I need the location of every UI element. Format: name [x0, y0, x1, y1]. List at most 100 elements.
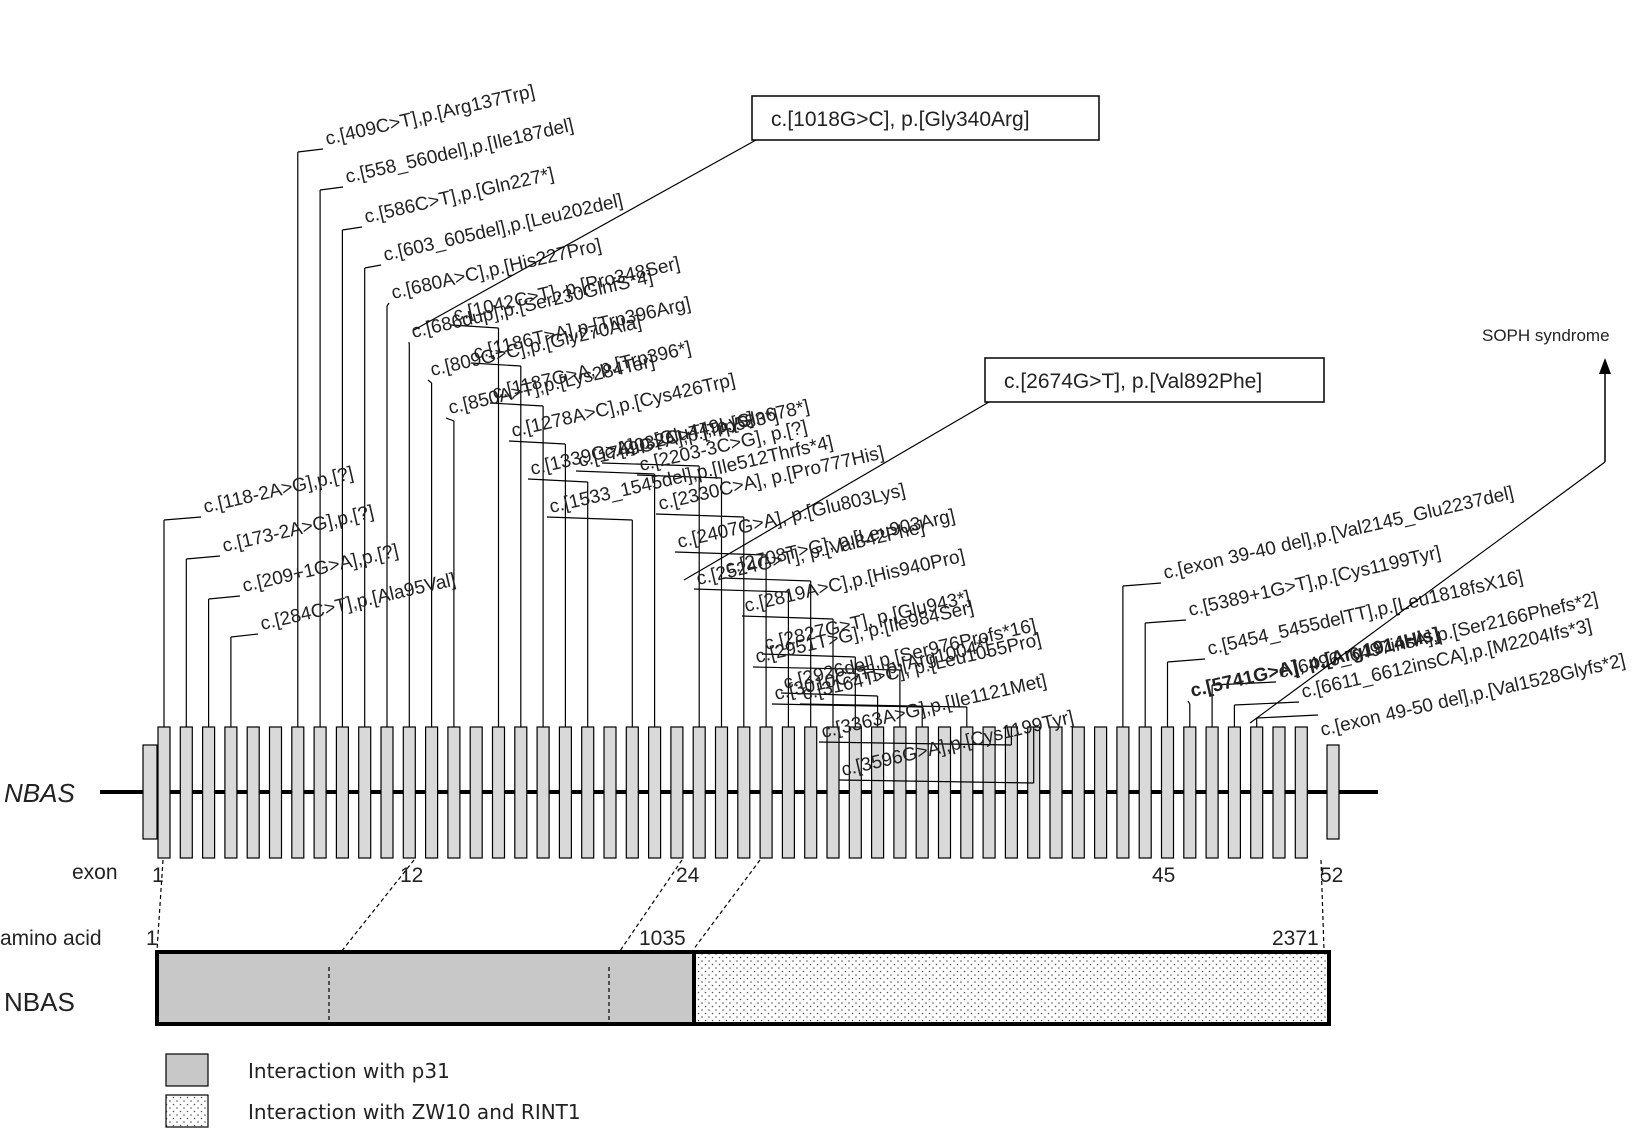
leader-tick — [445, 417, 455, 422]
leader-tick — [1122, 582, 1162, 587]
exon-23 — [647, 726, 662, 859]
exon-5 — [246, 726, 260, 859]
svg-text:c.[2674G>T], p.[Val892Phe]: c.[2674G>T], p.[Val892Phe] — [1004, 370, 1262, 393]
legend-swatch-zw10-rint1 — [165, 1094, 209, 1128]
leader-tick — [655, 513, 744, 518]
leader-tick — [186, 555, 221, 560]
exon-9 — [335, 726, 349, 859]
exon-group — [142, 726, 1340, 859]
leader-tick — [208, 595, 241, 600]
exon-30 — [804, 726, 818, 859]
exon-19 — [558, 726, 573, 859]
exon-32 — [848, 726, 862, 859]
exon-12 — [402, 726, 416, 859]
gene-name-label: NBAS — [4, 778, 75, 808]
exon-8 — [313, 726, 327, 859]
leader-tick — [386, 302, 390, 307]
exon-49 — [1227, 726, 1242, 859]
exon-7 — [291, 726, 305, 859]
exon-42 — [1071, 726, 1085, 859]
legend-label-zw10-rint1: Interaction with ZW10 and RINT1 — [248, 1100, 581, 1124]
exon-20 — [581, 726, 595, 859]
leader-tick — [780, 692, 878, 697]
leader-tick — [470, 362, 521, 367]
leader-tick — [799, 703, 967, 708]
exon-10 — [358, 726, 372, 859]
exon-29 — [781, 726, 796, 859]
leader-tick — [1187, 700, 1191, 705]
exon-41 — [1049, 726, 1063, 859]
exon-17 — [514, 726, 528, 859]
exon-33 — [870, 726, 885, 859]
leader-tick — [297, 148, 324, 153]
leader-tick — [527, 478, 588, 483]
exon-number-24: 24 — [676, 864, 700, 887]
exon-21 — [603, 726, 617, 859]
exon-13 — [425, 726, 439, 859]
leader-tick — [722, 577, 811, 582]
exon-18 — [536, 726, 550, 859]
exon-to-protein-mapping-lines — [156, 859, 1325, 968]
leader-tick — [163, 516, 202, 521]
exon-27 — [737, 726, 751, 859]
exon-axis-label: exon — [72, 861, 118, 884]
exon-52 — [1294, 726, 1308, 859]
leader-tick — [575, 470, 655, 475]
exon-50 — [1250, 726, 1264, 859]
exon-3 — [202, 726, 216, 859]
exon-45 — [1138, 726, 1152, 859]
svg-text:c.[1018G>C], p.[Gly340Arg]: c.[1018G>C], p.[Gly340Arg] — [771, 108, 1030, 131]
leader-tick — [1145, 619, 1187, 624]
exon-24 — [670, 726, 684, 859]
exon-number-12: 12 — [400, 864, 423, 887]
highlighted-variant-2: c.[2674G>T], p.[Val892Phe] — [683, 357, 1325, 581]
exon-44 — [1116, 726, 1130, 859]
aa-number-1: 1 — [146, 927, 158, 950]
leader-tick — [761, 653, 856, 658]
leader-tick — [838, 779, 1034, 784]
leader-tick — [818, 741, 1012, 746]
exon-39 — [1004, 726, 1019, 859]
exon-number-45: 45 — [1152, 864, 1175, 887]
leader-tick — [1167, 658, 1206, 663]
exon-51 — [1272, 726, 1286, 859]
exon-47 — [1183, 726, 1197, 859]
exon-number-1: 1 — [152, 864, 164, 887]
leader-tick — [320, 186, 344, 191]
exon-48 — [1205, 726, 1219, 859]
exon-22 — [625, 726, 639, 859]
leader-tick — [364, 264, 382, 269]
aa-number-1035: 1035 — [639, 927, 686, 950]
protein-bar-outline — [155, 950, 1331, 1026]
leader-tick — [741, 615, 834, 620]
exon-1 — [157, 726, 171, 859]
leader-tick — [601, 462, 700, 467]
leader-tick — [508, 440, 566, 445]
exon-14 — [447, 726, 461, 859]
leader-tick — [230, 633, 259, 638]
exon-4 — [224, 726, 238, 859]
leader-tick — [674, 551, 767, 556]
exon-number-52: 52 — [1320, 864, 1343, 887]
leader-tick — [752, 666, 900, 671]
exon-26 — [714, 726, 729, 859]
leader-tick — [693, 588, 789, 593]
exon-2 — [179, 726, 193, 859]
leader-tick — [771, 703, 923, 708]
leader-tick — [489, 402, 544, 407]
exon-38 — [982, 726, 996, 859]
protein-domain-zw10-rint1 — [694, 952, 1329, 1024]
soph-syndrome-label: SOPH syndrome — [1482, 326, 1610, 345]
exon-15 — [469, 726, 483, 859]
aa-number-2371: 2371 — [1272, 927, 1319, 950]
exon-36 — [937, 726, 952, 859]
leader-tick — [636, 474, 722, 479]
leader-tick — [427, 379, 432, 384]
mutation-labels: c.[118-2A>G],p.[?]c.[173-2A>G],p.[?]c.[2… — [201, 81, 1627, 781]
leader-tick — [1212, 681, 1277, 686]
leader-tick — [1256, 714, 1319, 719]
exon-28 — [759, 726, 773, 859]
protein-domain-p31 — [157, 952, 694, 1024]
exon-43 — [1093, 726, 1108, 859]
